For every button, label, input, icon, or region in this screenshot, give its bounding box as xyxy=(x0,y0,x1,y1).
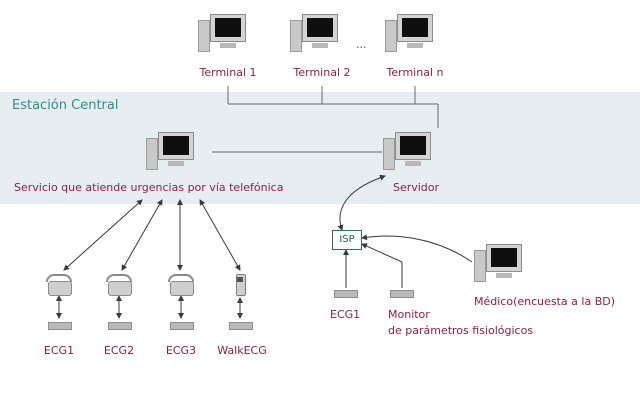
terminal-1-label: Terminal 1 xyxy=(199,66,257,79)
walkecg-device-icon xyxy=(234,274,246,296)
ecg1-pad-icon xyxy=(48,322,72,330)
service-label: Servicio que atiende urgencias por vía t… xyxy=(14,181,284,194)
walkecg-pad-icon xyxy=(229,322,253,330)
terminal-n-label: Terminal n xyxy=(386,66,444,79)
monitor-label-line1: Monitor xyxy=(388,308,430,321)
ecg2-label: ECG2 xyxy=(103,344,135,357)
central-station-title: Estación Central xyxy=(12,98,119,113)
central-station-band xyxy=(0,92,640,204)
ecg3-label: ECG3 xyxy=(165,344,197,357)
monitor-pad-icon xyxy=(390,290,414,298)
terminal-1-computer-icon xyxy=(198,14,248,54)
terminal-n-computer-icon xyxy=(385,14,435,54)
ecg3-phone-icon xyxy=(166,274,196,296)
monitor-label-line2: de parámetros fisiológicos xyxy=(388,324,534,337)
server-computer-icon xyxy=(383,132,433,172)
right-ecg1-pad-icon xyxy=(334,290,358,298)
server-label: Servidor xyxy=(392,181,440,194)
ecg2-pad-icon xyxy=(108,322,132,330)
isp-box: ISP xyxy=(332,230,362,250)
doctor-label: Médico(encuesta a la BD) xyxy=(474,295,616,308)
terminal-ellipsis: ... xyxy=(356,38,367,51)
ecg1-phone-icon xyxy=(44,274,74,296)
terminal-2-label: Terminal 2 xyxy=(293,66,351,79)
right-ecg1-label: ECG1 xyxy=(330,308,361,321)
doctor-computer-icon xyxy=(474,244,524,284)
ecg2-phone-icon xyxy=(104,274,134,296)
ecg3-pad-icon xyxy=(170,322,194,330)
walkecg-label: WalkECG xyxy=(217,344,267,357)
terminal-2-computer-icon xyxy=(290,14,340,54)
service-computer-icon xyxy=(146,132,196,172)
ecg1-label: ECG1 xyxy=(43,344,75,357)
